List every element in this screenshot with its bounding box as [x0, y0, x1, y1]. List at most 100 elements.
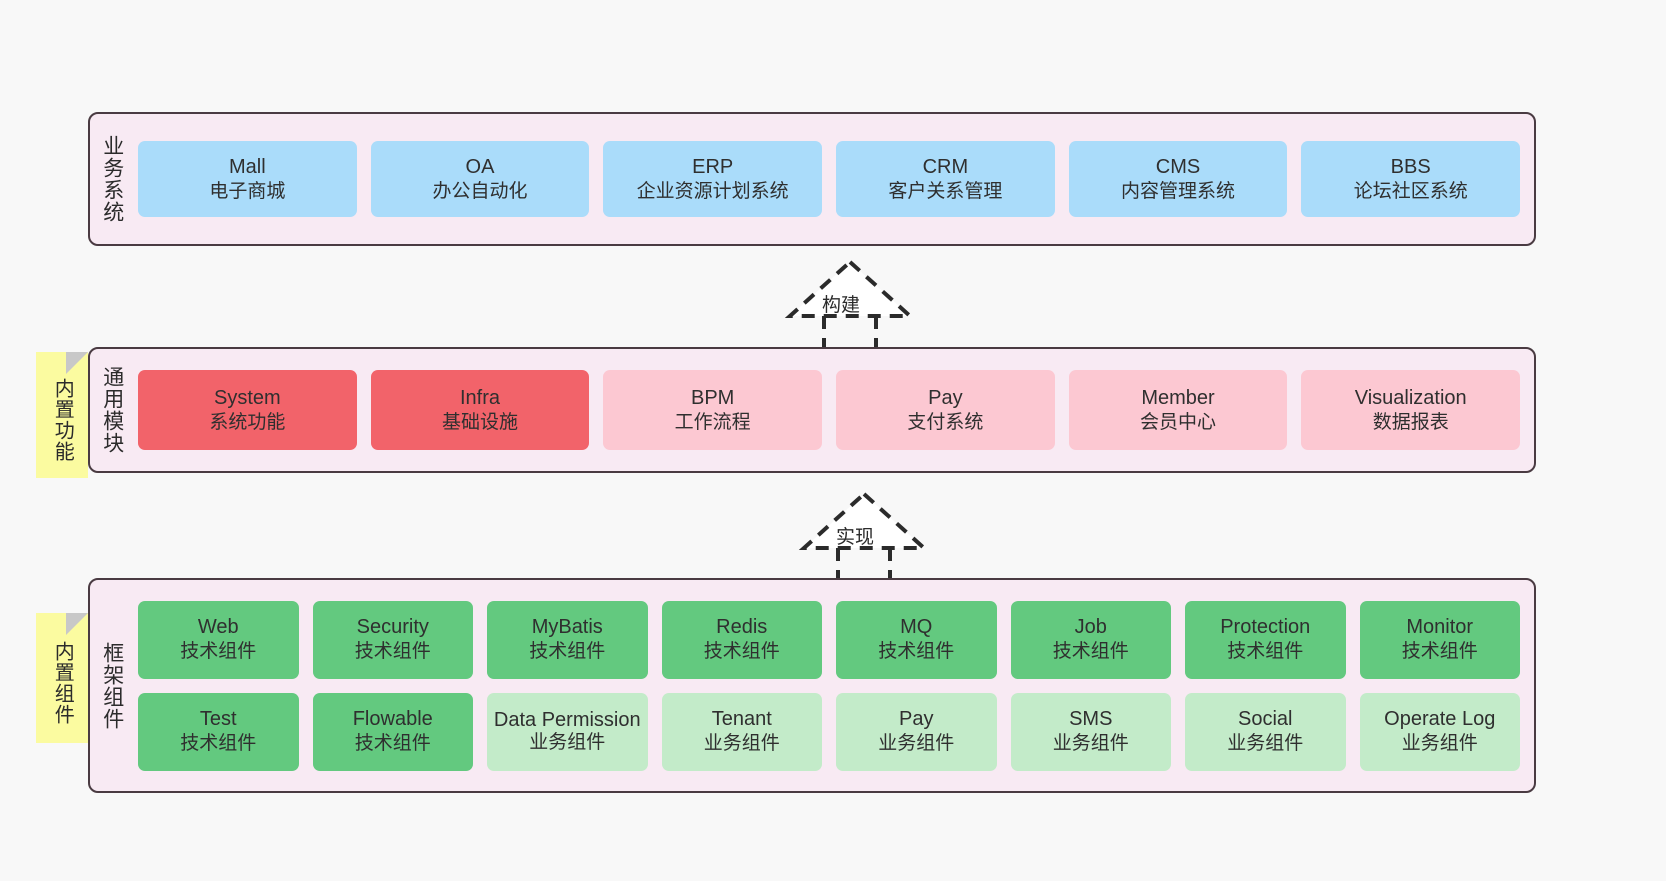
- card-oa[interactable]: OA 办公自动化: [370, 141, 590, 217]
- card-title: Infra: [459, 386, 501, 409]
- sticky-note-builtin-function: 内置功能: [36, 352, 88, 478]
- card-title: Web: [197, 616, 239, 639]
- card-system[interactable]: System 系统功能: [138, 370, 357, 450]
- layer-body-modules: System 系统功能 Infra 基础设施 BPM 工作流程 Pay 支付系统…: [134, 349, 1534, 471]
- card-infra[interactable]: Infra 基础设施: [370, 370, 590, 450]
- card-protection[interactable]: Protection 技术组件: [1185, 600, 1346, 679]
- card-title: Tenant: [711, 708, 772, 731]
- layer-body-framework: Web 技术组件 Security 技术组件 MyBatis 技术组件 Redi…: [134, 580, 1534, 791]
- sticky-note-label: 内置组件: [51, 641, 74, 725]
- card-title: SMS: [1069, 708, 1113, 731]
- card-test[interactable]: Test 技术组件: [138, 692, 299, 771]
- card-row: System 系统功能 Infra 基础设施 BPM 工作流程 Pay 支付系统…: [138, 370, 1521, 450]
- card-cms[interactable]: CMS 内容管理系统: [1068, 141, 1288, 217]
- card-operate-log[interactable]: Operate Log 业务组件: [1359, 692, 1520, 771]
- card-subtitle: 业务组件: [1401, 733, 1478, 755]
- card-mybatis[interactable]: MyBatis 技术组件: [487, 600, 648, 679]
- card-pay-component[interactable]: Pay 业务组件: [836, 692, 997, 771]
- layer-body-business: Mall 电子商城 OA 办公自动化 ERP 企业资源计划系统 CRM 客户关系…: [134, 114, 1534, 244]
- card-subtitle: 基础设施: [442, 411, 519, 433]
- card-subtitle: 工作流程: [674, 411, 751, 433]
- card-mall[interactable]: Mall 电子商城: [138, 141, 357, 217]
- card-subtitle: 业务组件: [703, 733, 780, 755]
- card-title: BBS: [1390, 155, 1431, 178]
- layer-business-system[interactable]: 业务系统 Mall 电子商城 OA 办公自动化 ERP 企业资源计划系统 CRM…: [88, 112, 1536, 246]
- card-subtitle: 技术组件: [1052, 641, 1129, 663]
- layer-framework-components[interactable]: 框架组件 Web 技术组件 Security 技术组件 MyBatis 技术组件…: [88, 578, 1536, 793]
- card-title: CMS: [1155, 155, 1201, 178]
- card-subtitle: 数据报表: [1372, 411, 1449, 433]
- card-security[interactable]: Security 技术组件: [312, 600, 473, 679]
- card-title: ERP: [692, 155, 734, 178]
- card-subtitle: 电子商城: [209, 180, 286, 202]
- card-redis[interactable]: Redis 技术组件: [661, 600, 822, 679]
- card-bpm[interactable]: BPM 工作流程: [603, 370, 823, 450]
- card-subtitle: 办公自动化: [432, 180, 528, 202]
- card-crm[interactable]: CRM 客户关系管理: [836, 141, 1055, 217]
- card-erp[interactable]: ERP 企业资源计划系统: [603, 141, 823, 217]
- card-subtitle: 技术组件: [180, 733, 257, 755]
- card-title: Redis: [716, 616, 768, 639]
- card-bbs[interactable]: BBS 论坛社区系统: [1301, 141, 1521, 217]
- card-row-business-component: Test 技术组件 Flowable 技术组件 Data Permission …: [138, 692, 1520, 771]
- card-subtitle: 会员中心: [1140, 411, 1217, 433]
- card-subtitle: 系统功能: [209, 411, 286, 433]
- card-title: Operate Log: [1384, 708, 1496, 731]
- card-social[interactable]: Social 业务组件: [1185, 692, 1346, 771]
- card-subtitle: 技术组件: [180, 641, 257, 663]
- card-pay-module[interactable]: Pay 支付系统: [836, 370, 1055, 450]
- card-flowable[interactable]: Flowable 技术组件: [312, 692, 473, 771]
- card-subtitle: 论坛社区系统: [1353, 180, 1468, 202]
- card-title: BPM: [691, 386, 735, 409]
- card-monitor[interactable]: Monitor 技术组件: [1359, 600, 1520, 679]
- connector-label-implement: 实现: [836, 527, 875, 548]
- card-title: Data Permission: [493, 709, 641, 732]
- layer-common-modules[interactable]: 通用模块 System 系统功能 Infra 基础设施 BPM 工作流程 Pay…: [88, 347, 1536, 473]
- card-title: MQ: [900, 616, 933, 639]
- card-subtitle: 企业资源计划系统: [636, 180, 789, 202]
- card-subtitle: 技术组件: [878, 641, 955, 663]
- generalization-arrow-icon: [798, 491, 930, 582]
- card-subtitle: 技术组件: [354, 641, 431, 663]
- card-title: Flowable: [352, 708, 433, 731]
- card-subtitle: 技术组件: [354, 733, 431, 755]
- card-data-permission[interactable]: Data Permission 业务组件: [487, 692, 648, 771]
- connector-label-build: 构建: [822, 295, 861, 316]
- card-subtitle: 业务组件: [529, 732, 606, 754]
- card-mq[interactable]: MQ 技术组件: [836, 600, 997, 679]
- card-subtitle: 技术组件: [1227, 641, 1304, 663]
- card-sms[interactable]: SMS 业务组件: [1010, 692, 1171, 771]
- card-title: Social: [1238, 708, 1293, 731]
- layer-title-modules: 通用模块: [100, 366, 124, 454]
- card-title: Monitor: [1406, 616, 1474, 639]
- card-web[interactable]: Web 技术组件: [138, 600, 299, 679]
- card-subtitle: 内容管理系统: [1121, 180, 1236, 202]
- card-row-tech: Web 技术组件 Security 技术组件 MyBatis 技术组件 Redi…: [138, 600, 1520, 679]
- sticky-note-builtin-component: 内置组件: [36, 613, 88, 743]
- card-title: Pay: [899, 708, 934, 731]
- card-member[interactable]: Member 会员中心: [1068, 370, 1288, 450]
- card-subtitle: 支付系统: [907, 411, 984, 433]
- card-visualization[interactable]: Visualization 数据报表: [1301, 370, 1521, 450]
- card-tenant[interactable]: Tenant 业务组件: [661, 692, 822, 771]
- card-subtitle: 业务组件: [878, 733, 955, 755]
- card-subtitle: 客户关系管理: [888, 180, 1003, 202]
- card-row: Mall 电子商城 OA 办公自动化 ERP 企业资源计划系统 CRM 客户关系…: [138, 141, 1521, 217]
- card-job[interactable]: Job 技术组件: [1010, 600, 1171, 679]
- card-subtitle: 技术组件: [1401, 641, 1478, 663]
- card-subtitle: 技术组件: [703, 641, 780, 663]
- card-title: Mall: [229, 155, 266, 178]
- card-subtitle: 业务组件: [1227, 733, 1304, 755]
- card-title: CRM: [922, 155, 969, 178]
- card-subtitle: 业务组件: [1052, 733, 1129, 755]
- card-title: Job: [1074, 616, 1107, 639]
- generalization-arrow-icon: [784, 259, 916, 350]
- card-subtitle: 技术组件: [529, 641, 606, 663]
- card-title: System: [213, 386, 281, 409]
- card-title: OA: [465, 155, 495, 178]
- card-title: Visualization: [1354, 386, 1467, 409]
- card-title: Test: [199, 708, 237, 731]
- card-title: Security: [356, 616, 429, 639]
- connector-implement: 实现: [774, 490, 954, 582]
